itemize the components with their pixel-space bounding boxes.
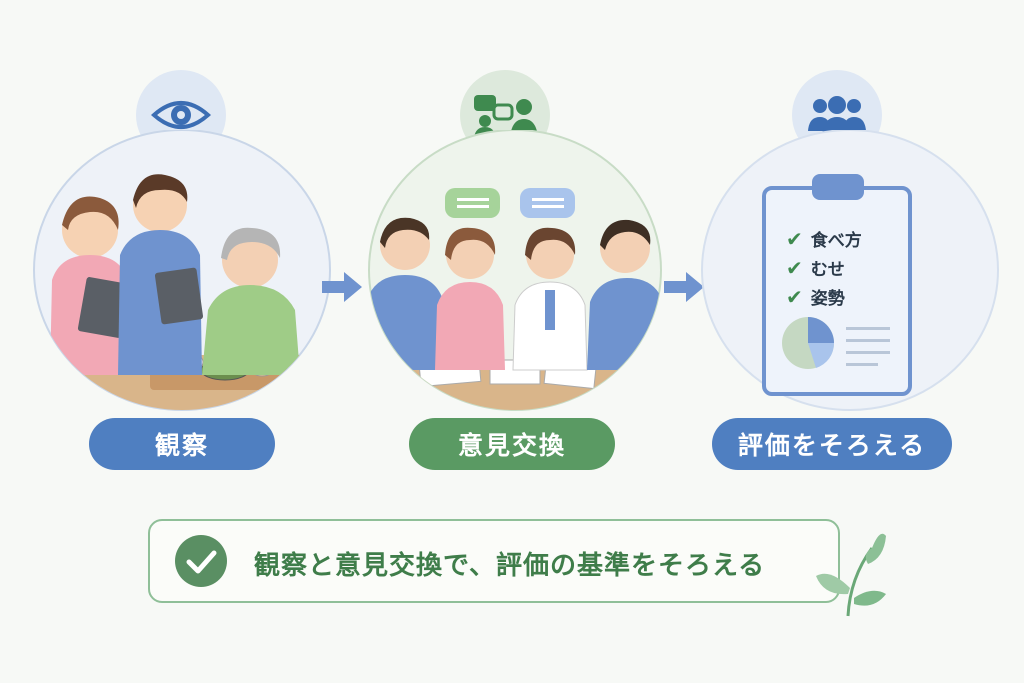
checklist-item: ✔ 姿勢 xyxy=(786,284,845,310)
step-1-label: 観察 xyxy=(89,418,275,470)
check-icon: ✔ xyxy=(786,284,803,309)
check-icon: ✔ xyxy=(786,255,803,280)
observation-illustration xyxy=(33,130,331,411)
checklist-label: 姿勢 xyxy=(810,289,845,309)
arrow-1-icon xyxy=(322,272,362,302)
discussion-illustration xyxy=(368,130,662,411)
pie-chart-icon xyxy=(782,317,890,369)
checklist-item: ✔ 食べ方 xyxy=(786,226,862,252)
summary-box: 観察と意見交換で、評価の基準をそろえる xyxy=(148,519,840,603)
clipboard-clip xyxy=(812,174,864,200)
clipboard xyxy=(762,186,912,396)
group-icon xyxy=(808,96,866,135)
check-circle-icon xyxy=(175,535,227,587)
step-2-label: 意見交換 xyxy=(409,418,615,470)
eye-icon xyxy=(151,101,211,129)
step-3-label: 評価をそろえる xyxy=(712,418,952,470)
checklist-label: 食べ方 xyxy=(810,231,862,251)
summary-text: 観察と意見交換で、評価の基準をそろえる xyxy=(254,551,766,581)
arrow-2-icon xyxy=(664,272,704,302)
checklist-label: むせ xyxy=(810,260,845,280)
check-icon: ✔ xyxy=(786,226,803,251)
leaf-icon xyxy=(816,533,886,617)
checklist-item: ✔ むせ xyxy=(786,255,845,281)
